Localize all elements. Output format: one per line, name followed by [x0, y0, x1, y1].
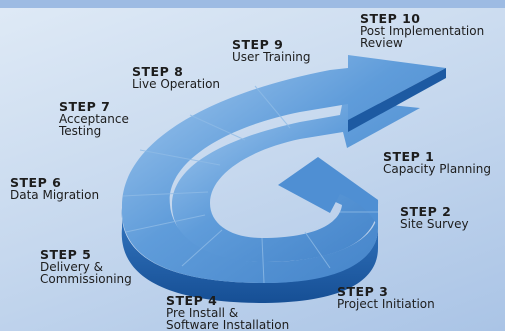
- step-9-label: STEP 9 User Training: [232, 38, 311, 63]
- step-7-label: STEP 7 Acceptance Testing: [59, 100, 129, 137]
- step-10-number: STEP 10: [360, 11, 421, 26]
- step-3-label: STEP 3 Project Initiation: [337, 285, 435, 310]
- step-8-number: STEP 8: [132, 64, 184, 79]
- step-10-desc: Post Implementation Review: [360, 24, 485, 50]
- step-1-label: STEP 1 Capacity Planning: [383, 150, 491, 175]
- step-4-number: STEP 4: [166, 293, 218, 308]
- arrow-inner-head: [278, 157, 378, 228]
- step-4-desc: Pre Install & Software Installation: [166, 306, 290, 332]
- step-2-number: STEP 2: [400, 204, 452, 219]
- step-2-desc: Site Survey: [400, 217, 469, 231]
- step-10-label: STEP 10 Post Implementation Review: [360, 12, 484, 49]
- step-1-number: STEP 1: [383, 149, 435, 164]
- step-8-label: STEP 8 Live Operation: [132, 65, 220, 90]
- step-6-desc: Data Migration: [10, 188, 100, 202]
- arrow-head-side: [348, 68, 446, 132]
- step-9-number: STEP 9: [232, 37, 284, 52]
- step-5-number: STEP 5: [40, 247, 92, 262]
- step-8-desc: Live Operation: [132, 77, 221, 91]
- step-2-label: STEP 2 Site Survey: [400, 205, 469, 230]
- step-9-desc: User Training: [232, 50, 311, 64]
- step-4-label: STEP 4 Pre Install & Software Installati…: [166, 294, 289, 331]
- arrow-outer: [121, 55, 446, 283]
- arrow-side: [121, 208, 378, 303]
- top-strip: [0, 0, 505, 8]
- step-1-desc: Capacity Planning: [383, 162, 491, 176]
- step-7-number: STEP 7: [59, 99, 111, 114]
- step-6-label: STEP 6 Data Migration: [10, 176, 99, 201]
- step-6-number: STEP 6: [10, 175, 62, 190]
- step-3-number: STEP 3: [337, 284, 389, 299]
- step-5-desc: Delivery & Commissioning: [40, 260, 132, 286]
- step-7-desc: Acceptance Testing: [59, 112, 129, 138]
- step-5-label: STEP 5 Delivery & Commissioning: [40, 248, 132, 285]
- step-3-desc: Project Initiation: [337, 297, 435, 311]
